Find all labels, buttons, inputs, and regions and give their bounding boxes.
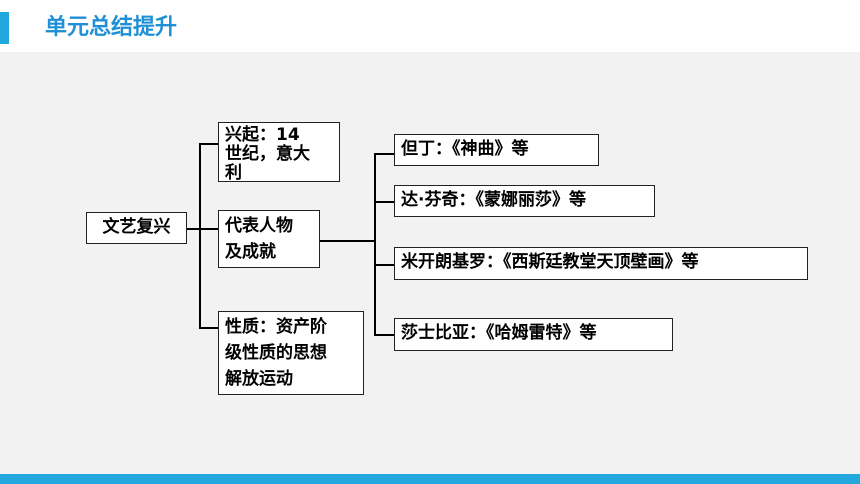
connector-right-trunk xyxy=(374,153,376,336)
branch-node-representatives: 代表人物 及成就 xyxy=(218,210,320,268)
achievement-node-da-vinci: 达·芬奇：《蒙娜丽莎》等 xyxy=(394,185,655,217)
root-node: 文艺复兴 xyxy=(86,212,187,244)
root-node-label: 文艺复兴 xyxy=(102,217,171,237)
branch-nature-line-2: 级性质的思想 xyxy=(225,343,327,363)
connector-branch-2-to-right xyxy=(320,240,375,242)
achievement-node-dante: 但丁：《神曲》等 xyxy=(394,134,599,166)
branch-nature-line-1: 性质：资产阶 xyxy=(225,317,327,337)
branch-representatives-line-1: 代表人物 xyxy=(225,216,293,236)
connector-to-achievement-3 xyxy=(374,264,394,266)
achievement-shakespeare-label: 莎士比亚：《哈姆雷特》等 xyxy=(401,323,597,343)
header-bar: 单元总结提升 xyxy=(0,0,860,52)
achievement-da-vinci-label: 达·芬奇：《蒙娜丽莎》等 xyxy=(401,190,586,210)
connector-to-achievement-4 xyxy=(374,334,394,336)
connector-to-branch-3 xyxy=(199,327,218,329)
connector-to-achievement-1 xyxy=(374,153,394,155)
branch-rise-line-1: 兴起：14 xyxy=(225,125,300,145)
connector-root-to-trunk xyxy=(186,228,200,230)
connector-to-branch-2 xyxy=(199,228,218,230)
page-title: 单元总结提升 xyxy=(45,15,178,40)
connector-to-achievement-2 xyxy=(374,201,394,203)
branch-rise-line-3: 利 xyxy=(225,163,242,182)
connector-to-branch-1 xyxy=(199,143,218,145)
footer-bar xyxy=(0,474,860,484)
branch-node-nature: 性质：资产阶 级性质的思想 解放运动 xyxy=(218,311,364,395)
achievement-node-shakespeare: 莎士比亚：《哈姆雷特》等 xyxy=(394,318,673,351)
connector-left-trunk xyxy=(199,143,201,328)
branch-nature-line-3: 解放运动 xyxy=(225,369,293,389)
branch-representatives-line-2: 及成就 xyxy=(225,242,276,262)
title-accent-bar xyxy=(0,12,9,44)
achievement-dante-label: 但丁：《神曲》等 xyxy=(401,139,529,159)
branch-rise-line-2: 世纪，意大 xyxy=(225,144,310,164)
achievement-node-michelangelo: 米开朗基罗：《西斯廷教堂天顶壁画》等 xyxy=(394,247,808,280)
achievement-michelangelo-label: 米开朗基罗：《西斯廷教堂天顶壁画》等 xyxy=(401,252,699,272)
branch-node-rise: 兴起：14 世纪，意大 利 xyxy=(218,122,340,182)
